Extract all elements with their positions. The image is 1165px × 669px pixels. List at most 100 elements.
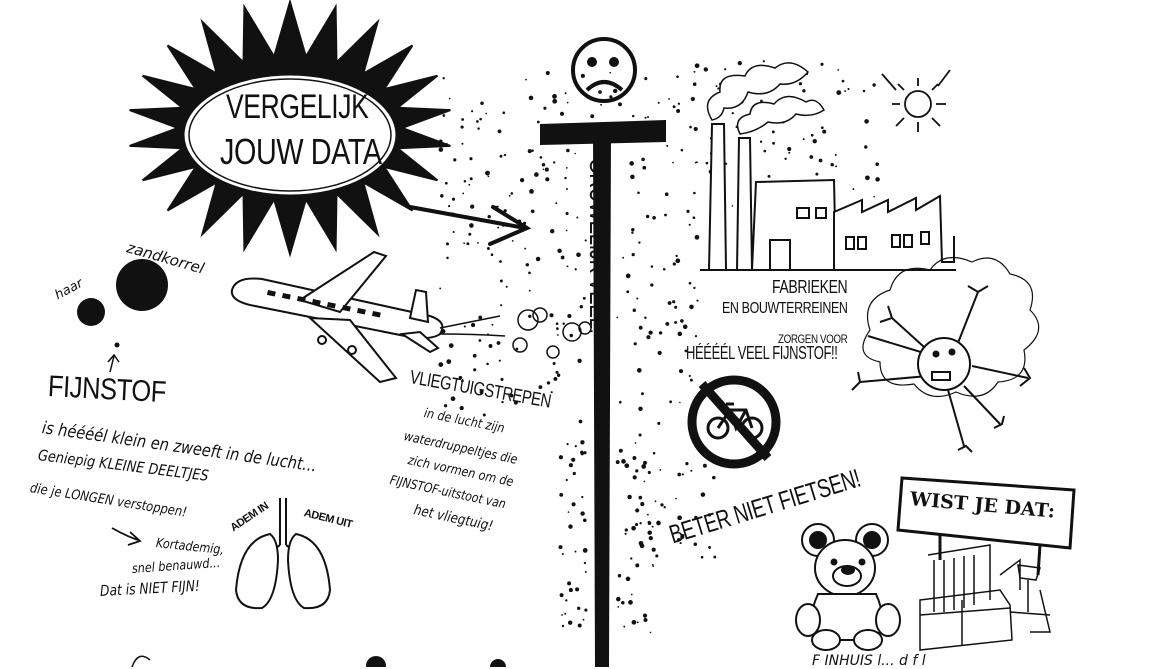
dust-dot xyxy=(692,82,697,86)
dust-dot xyxy=(675,254,678,258)
dust-dot xyxy=(654,500,657,503)
dust-dot xyxy=(664,213,667,217)
dust-dot xyxy=(641,464,647,469)
dust-dot xyxy=(616,596,621,602)
dust-dot xyxy=(644,116,647,119)
dust-dot xyxy=(635,508,640,513)
dust-dot xyxy=(696,299,699,302)
dust-dot xyxy=(852,188,855,191)
dust-dot xyxy=(621,459,626,464)
dust-dot xyxy=(646,335,651,340)
dust-dot xyxy=(500,304,503,307)
dust-dot xyxy=(645,214,650,219)
dust-dot xyxy=(624,528,628,532)
dust-dot xyxy=(460,125,464,129)
dust-dot xyxy=(456,215,459,218)
dust-dot xyxy=(486,247,490,250)
dust-dot xyxy=(480,101,484,105)
dust-dot xyxy=(497,226,500,229)
dust-dot xyxy=(450,396,456,402)
dust-dot xyxy=(672,262,676,266)
dust-dot xyxy=(572,471,576,476)
dust-dot xyxy=(462,192,465,195)
dust-dot xyxy=(717,87,720,90)
dust-dot xyxy=(536,120,540,124)
dust-dot xyxy=(499,260,502,263)
dust-dot xyxy=(694,515,698,520)
dust-dot xyxy=(705,161,709,165)
lungs-icon xyxy=(234,498,332,610)
dust-dot xyxy=(488,344,493,348)
bottom-fragment-text: F INHUIS l... d f l xyxy=(812,653,926,669)
wist-je-dat-sign-icon xyxy=(896,476,1076,576)
dust-dot xyxy=(565,167,568,169)
dust-dot xyxy=(798,82,802,86)
dust-dot xyxy=(624,463,630,469)
dust-dot xyxy=(847,87,850,91)
dust-dot xyxy=(445,242,450,246)
dust-dot xyxy=(453,158,457,162)
dust-dot xyxy=(468,232,472,236)
dust-dot xyxy=(654,131,658,134)
dust-dot xyxy=(631,114,635,118)
dust-dot xyxy=(625,576,631,582)
dust-dot xyxy=(552,361,556,366)
dust-dot xyxy=(639,522,642,525)
dust-dot xyxy=(672,105,676,109)
dust-dot xyxy=(873,195,875,198)
dust-dot xyxy=(567,511,570,513)
dust-dot xyxy=(442,77,445,80)
dust-dot xyxy=(631,525,636,531)
dust-dot xyxy=(466,242,470,246)
dust-dot xyxy=(555,370,559,374)
dust-dot xyxy=(637,191,640,195)
dust-dot xyxy=(558,455,564,460)
dust-dot xyxy=(626,290,630,294)
dust-dot xyxy=(584,608,588,612)
dust-dot xyxy=(576,252,581,258)
dust-dot xyxy=(652,216,656,220)
dust-dot xyxy=(875,177,880,182)
dust-dot xyxy=(517,219,522,224)
dust-dot xyxy=(496,341,501,345)
dust-dot xyxy=(522,221,527,225)
dust-dot xyxy=(680,535,685,539)
dust-dot xyxy=(529,189,534,194)
dust-dot xyxy=(504,153,507,156)
dust-dot xyxy=(685,461,689,466)
dust-dot xyxy=(546,381,551,385)
fijnstof-dot-icon xyxy=(114,342,120,348)
no-bike-sign-icon xyxy=(687,375,781,469)
dust-dot xyxy=(644,77,648,81)
dust-dot xyxy=(582,548,588,553)
dust-dot xyxy=(509,393,514,398)
dust-dot xyxy=(566,443,569,446)
dust-dot xyxy=(702,463,707,468)
dust-dot xyxy=(635,563,640,568)
sun-badge-title-line1: VERGELIJK xyxy=(226,88,369,126)
dust-dot xyxy=(555,202,558,205)
sad-face-icon xyxy=(571,37,637,103)
dust-dot xyxy=(461,118,464,121)
dust-dot xyxy=(650,265,654,268)
dust-dot xyxy=(549,313,554,318)
dust-dot xyxy=(689,125,692,129)
dust-dot xyxy=(568,463,573,468)
dust-dot xyxy=(679,369,683,374)
dust-dot xyxy=(485,170,490,176)
dust-dot xyxy=(633,342,637,346)
dust-dot xyxy=(693,542,698,546)
dust-dot xyxy=(519,177,525,183)
dust-dot xyxy=(490,253,494,256)
dust-dot xyxy=(580,73,585,78)
dust-dot xyxy=(477,127,480,130)
dust-dot xyxy=(632,475,637,480)
dust-dot xyxy=(763,149,767,153)
dust-dot xyxy=(809,155,814,159)
dust-dot xyxy=(707,513,712,517)
dust-dot xyxy=(641,157,645,162)
dust-dot xyxy=(600,103,603,106)
dust-dot xyxy=(638,540,644,546)
dust-dot xyxy=(676,75,679,78)
